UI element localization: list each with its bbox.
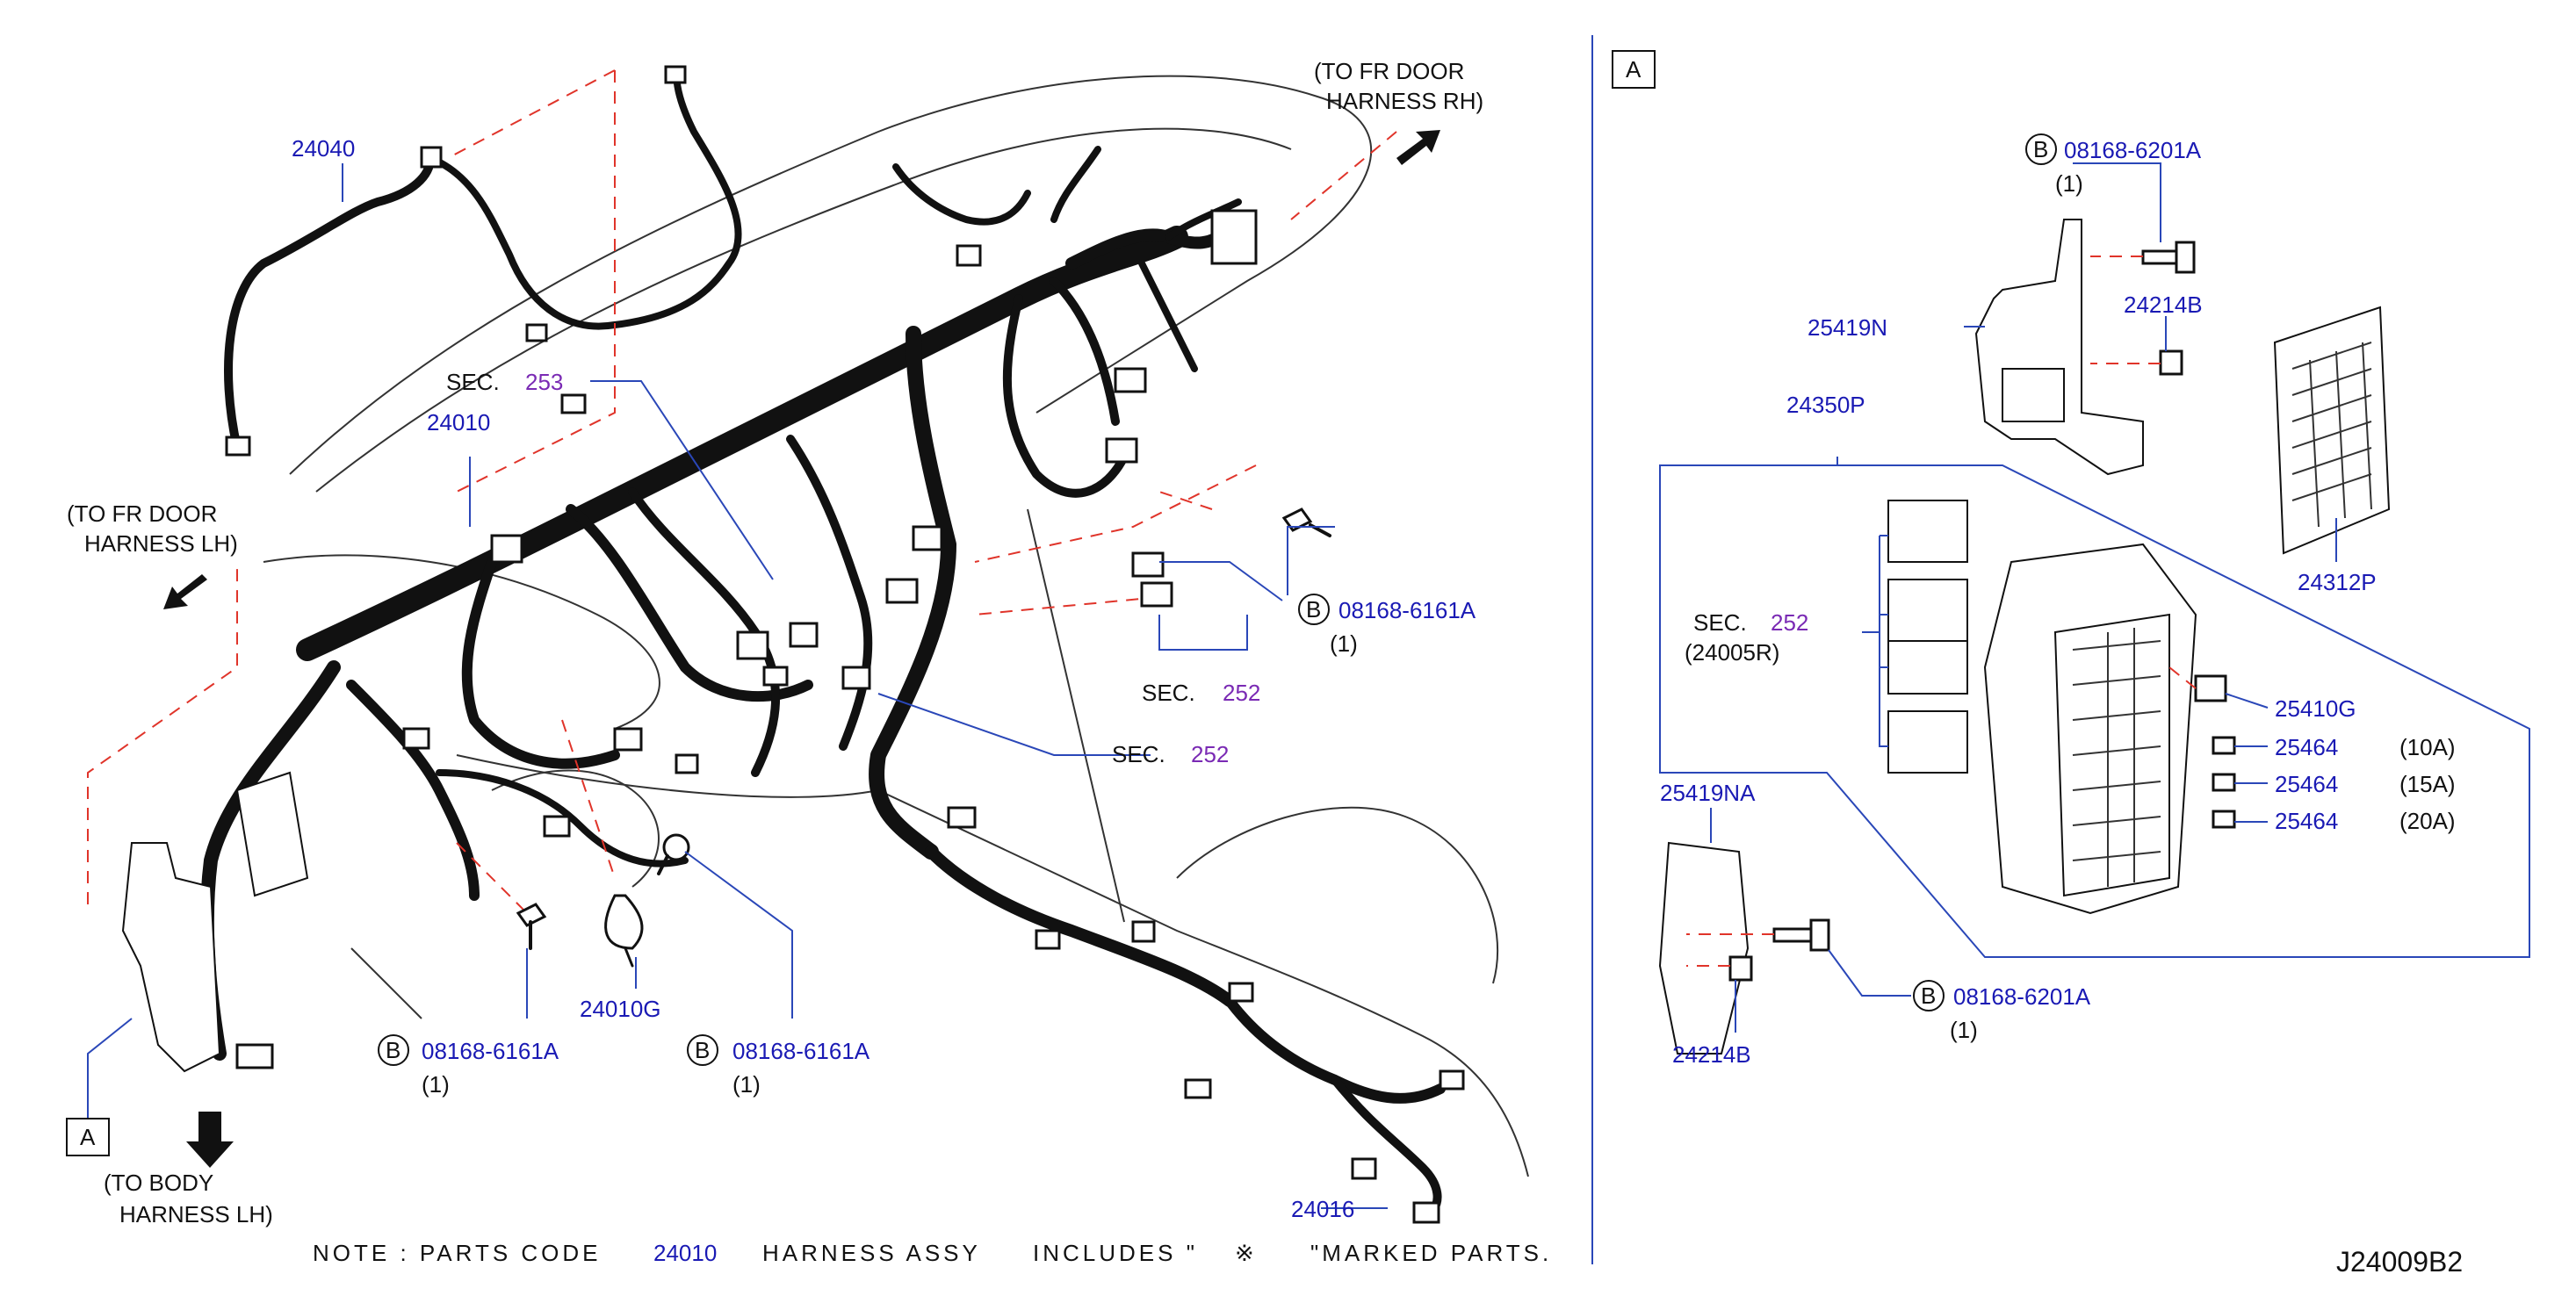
- part-24312P[interactable]: 24312P: [2298, 569, 2377, 595]
- sec-252-c-link[interactable]: 252: [1771, 609, 1808, 636]
- harness-24010-main[interactable]: [199, 146, 1465, 1224]
- leader-lines-right: [1710, 162, 2337, 1033]
- bolt-number-center: 08168-6161A: [732, 1038, 870, 1064]
- connector-bracket-sec252: [1131, 551, 1173, 608]
- relays-24005R[interactable]: [1862, 500, 1968, 774]
- sec-253-prefix: SEC.: [446, 369, 500, 395]
- bolt-mid: [1281, 508, 1331, 537]
- bolt-mid-callout[interactable]: B 08168-6161A (1): [1298, 594, 1476, 657]
- part-24010[interactable]: 24010: [427, 409, 490, 436]
- relay-25410G-icon: [2194, 674, 2227, 702]
- nut-24214B-bottom-icon: [1728, 955, 1753, 982]
- note-suffix: "MARKED PARTS.: [1310, 1240, 1552, 1266]
- reference-guides-right: [1686, 256, 2197, 967]
- bolt-left-callout[interactable]: B 08168-6161A (1): [378, 1034, 559, 1098]
- direction-fr-door-rh-line2: HARNESS RH): [1326, 88, 1483, 114]
- bolt-center: [657, 833, 690, 875]
- direction-fr-door-lh-line1: (TO FR DOOR: [67, 500, 217, 527]
- part-25464-10a[interactable]: 25464: [2275, 734, 2338, 760]
- sec-252-a-link[interactable]: 252: [1223, 680, 1260, 706]
- direction-body-lh-line1: (TO BODY: [104, 1170, 213, 1196]
- part-24214B-top[interactable]: 24214B: [2124, 292, 2203, 318]
- bolt-number-mid: 08168-6161A: [1339, 597, 1476, 623]
- bolt-qty-bottom: (1): [1950, 1017, 1978, 1043]
- fuse-block-body[interactable]: [1983, 543, 2197, 915]
- bolt-qty-left: (1): [422, 1071, 450, 1098]
- bolt-number-top: 08168-6201A: [2064, 137, 2202, 163]
- fuse-rating-20a: (20A): [2399, 808, 2456, 834]
- direction-fr-door-rh-line1: (TO FR DOOR: [1314, 58, 1464, 84]
- part-25464-15a[interactable]: 25464: [2275, 771, 2338, 797]
- view-a-label: A: [80, 1124, 96, 1150]
- part-25419NA[interactable]: 25419NA: [1660, 780, 1756, 806]
- part-25410G[interactable]: 25410G: [2275, 695, 2356, 722]
- part-24010G[interactable]: 24010G: [580, 996, 661, 1022]
- sub-assembly-label: (24005R): [1685, 639, 1779, 666]
- bolt-bottom-icon: [1772, 918, 1830, 952]
- view-a-marker-right: A: [1612, 50, 1656, 89]
- bolt-center-callout[interactable]: B 08168-6161A (1): [687, 1034, 870, 1098]
- reference-guides-left: [87, 69, 1397, 914]
- arrow-fr-door-lh-icon: [163, 574, 207, 609]
- part-24016[interactable]: 24016: [1291, 1196, 1354, 1222]
- nut-24214B-top-icon: [2159, 349, 2183, 376]
- bracket-25419NA[interactable]: [1658, 841, 1750, 1055]
- sec-252-a-prefix: SEC.: [1142, 680, 1195, 706]
- sec-253-link[interactable]: 253: [525, 369, 563, 395]
- part-24214B-bottom[interactable]: 24214B: [1672, 1041, 1751, 1068]
- dashboard-outline: [263, 75, 1529, 1177]
- sec-252-b-prefix: SEC.: [1112, 741, 1165, 767]
- bolt-qty-top: (1): [2055, 170, 2083, 197]
- bolt-qty-center: (1): [732, 1071, 761, 1098]
- direction-body-lh-line2: HARNESS LH): [119, 1201, 273, 1227]
- part-25419N[interactable]: 25419N: [1808, 314, 1887, 341]
- clip-24010G: [604, 894, 644, 968]
- sec-252-c-prefix: SEC.: [1693, 609, 1747, 636]
- part-24040[interactable]: 24040: [292, 135, 355, 162]
- fuse-25464-icons: [2212, 736, 2236, 829]
- bolt-qty-mid: (1): [1330, 630, 1358, 657]
- footer-note: NOTE : PARTS CODE 24010 HARNESS ASSY INC…: [313, 1240, 1552, 1266]
- note-includes: INCLUDES ": [1033, 1240, 1198, 1266]
- sec-252-b-link[interactable]: 252: [1191, 741, 1229, 767]
- part-25464-20a[interactable]: 25464: [2275, 808, 2338, 834]
- arrow-fr-door-rh-icon: [1396, 130, 1440, 165]
- leader-lines-left: [87, 163, 1388, 1209]
- bolt-top-callout[interactable]: B 08168-6201A (1): [2025, 133, 2202, 197]
- fuse-rating-10a: (10A): [2399, 734, 2456, 760]
- note-prefix: NOTE : PARTS CODE: [313, 1240, 602, 1266]
- bolt-marker: B: [695, 1037, 710, 1063]
- harness-24040[interactable]: [224, 65, 742, 457]
- note-middle: HARNESS ASSY: [762, 1240, 981, 1266]
- fuse-rating-15a: (15A): [2399, 771, 2456, 797]
- bolt-marker: B: [1306, 596, 1321, 623]
- bolt-marker: B: [386, 1037, 400, 1063]
- bolt-left: [516, 903, 547, 950]
- bolt-number-bottom: 08168-6201A: [1953, 983, 2091, 1010]
- note-symbol: ※: [1235, 1240, 1258, 1266]
- arrow-body-lh-icon: [186, 1112, 234, 1168]
- bolt-number-left: 08168-6161A: [422, 1038, 559, 1064]
- note-part-code[interactable]: 24010: [653, 1240, 717, 1266]
- bolt-marker: B: [2033, 136, 2048, 162]
- fuse-block-assembly-outline: [1659, 464, 2530, 958]
- part-24350P[interactable]: 24350P: [1786, 392, 1865, 418]
- direction-fr-door-lh-line2: HARNESS LH): [84, 530, 238, 557]
- bolt-marker: B: [1921, 983, 1936, 1009]
- fuse-block-left[interactable]: [121, 771, 309, 1073]
- view-a-marker-left[interactable]: A: [66, 1118, 110, 1156]
- fuse-cover-24312P[interactable]: [2273, 306, 2391, 555]
- bolt-top-icon: [2141, 241, 2196, 274]
- bolt-bottom-callout[interactable]: B 08168-6201A (1): [1913, 980, 2091, 1043]
- view-a-title: A: [1626, 56, 1642, 83]
- bracket-25419N[interactable]: [1974, 219, 2144, 476]
- diagram-code: J24009B2: [2336, 1246, 2463, 1278]
